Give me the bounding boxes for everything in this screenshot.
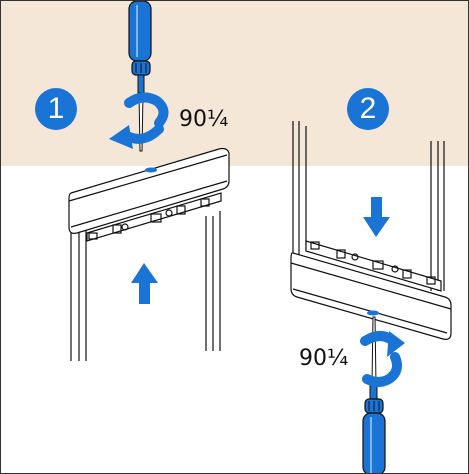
device-bottom — [290, 121, 452, 340]
step-2-rotation-label: 90¼ — [299, 346, 349, 371]
screw-point-top — [145, 167, 157, 173]
arrow-up-icon — [131, 263, 158, 304]
screw-point-bottom — [367, 310, 379, 316]
rotate-arrow-top-icon — [120, 92, 169, 144]
step-1-badge: 1 — [35, 88, 77, 130]
background-band — [1, 1, 468, 166]
arrow-down-icon — [363, 197, 390, 237]
screwdriver-top-icon — [128, 1, 152, 152]
rotate-arrow-bottom-head — [387, 331, 405, 357]
step-1-rotation-label: 90¼ — [179, 107, 229, 132]
device-top — [68, 147, 230, 361]
rotate-arrow-top-head — [109, 125, 133, 149]
step-2-badge: 2 — [347, 88, 389, 130]
